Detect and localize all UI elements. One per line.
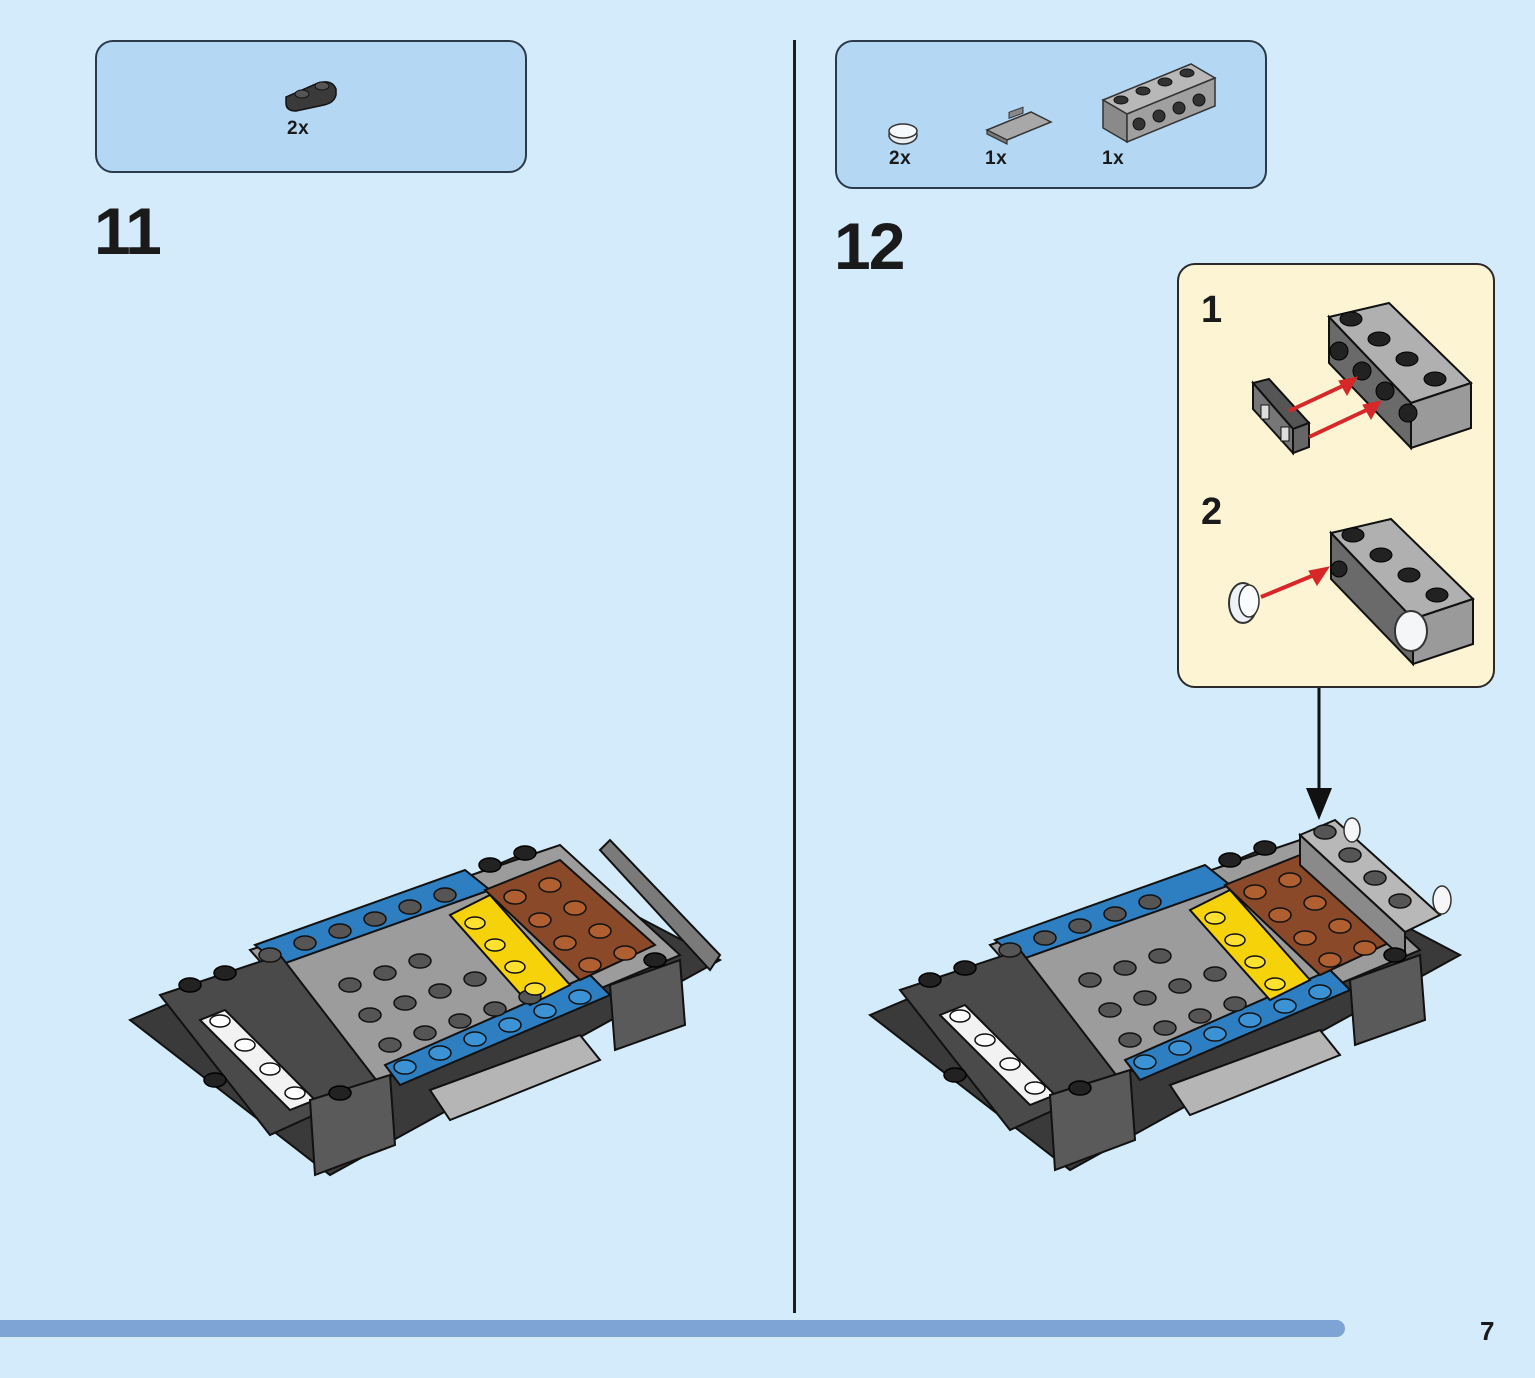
step-11-part-1-qty: 2x bbox=[287, 118, 310, 139]
substep-2-illustration bbox=[1228, 517, 1475, 667]
dark-gray-plate-1x2-icon bbox=[285, 81, 337, 112]
step-11-car-chassis-illustration bbox=[128, 838, 723, 1177]
substep-2-number: 2 bbox=[1201, 491, 1223, 533]
step-11-parts-box: 2x bbox=[95, 40, 527, 173]
page-progress-bar bbox=[0, 1320, 1437, 1337]
step-12-car-chassis-illustration bbox=[868, 817, 1463, 1172]
gray-tile-with-clip-icon bbox=[985, 106, 1053, 145]
substep-1-number: 1 bbox=[1201, 289, 1223, 331]
page-divider bbox=[793, 40, 796, 1313]
step-12-part-2-qty: 1x bbox=[985, 148, 1008, 169]
step-11-number: 11 bbox=[94, 194, 162, 268]
trans-clear-round-tile-icon bbox=[888, 123, 918, 145]
step-12-part-3-qty: 1x bbox=[1102, 148, 1125, 169]
page-number: 7 bbox=[1480, 1316, 1495, 1346]
step-12-parts-box: 2x 1x 1x bbox=[835, 40, 1267, 189]
substep-1-illustration bbox=[1251, 301, 1473, 456]
sub-assembly-callout: 1 2 bbox=[1177, 263, 1495, 688]
gray-brick-with-studs-on-side-icon bbox=[1101, 63, 1217, 144]
step-12-number: 12 bbox=[834, 209, 905, 283]
callout-pointer-arrow bbox=[1306, 688, 1332, 820]
page-progress-fill bbox=[0, 1320, 1346, 1337]
step-12-part-1-qty: 2x bbox=[889, 148, 912, 169]
